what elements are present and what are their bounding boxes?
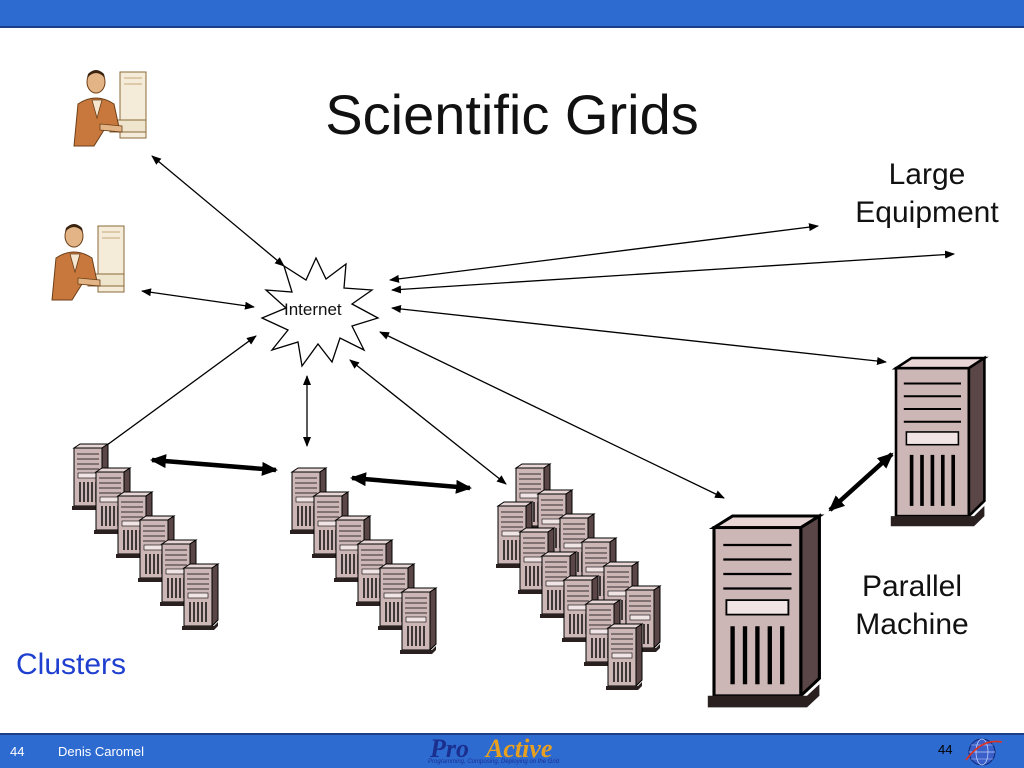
large-equipment-line1: Large — [888, 158, 966, 191]
large-equipment-line2: Equipment — [855, 196, 999, 229]
footer-bar — [0, 733, 1024, 768]
logo-active: Active — [486, 734, 553, 763]
parallel-machine-line1: Parallel — [861, 570, 963, 603]
internet-label: Internet — [284, 300, 342, 319]
user-icon — [51, 223, 125, 301]
cluster-2 — [289, 467, 437, 655]
large-equipment-label: Large Equipment — [832, 156, 1022, 232]
parallel-machine-line2: Machine — [855, 608, 969, 641]
logo-tagline: Programming, Composing, Deploying on the… — [428, 759, 560, 765]
large-server-icon — [888, 356, 987, 529]
parallel-machine-server-icon — [708, 516, 820, 707]
user-icon — [73, 69, 147, 147]
internet-icon — [260, 256, 380, 368]
cluster-1 — [71, 443, 219, 631]
author-name: Denis Caromel — [58, 744, 144, 759]
globe-icon — [965, 738, 1003, 766]
cluster-3 — [495, 463, 661, 691]
parallel-machine-label: Parallel Machine — [828, 568, 996, 644]
clusters-label: Clusters — [16, 648, 127, 681]
slide-title: Scientific Grids — [325, 83, 699, 146]
proactive-logo: Pro Active Programming, Composing, Deplo… — [420, 734, 610, 768]
slide-number-right: 44 — [938, 742, 953, 757]
slide-number: 44 — [10, 744, 25, 759]
top-bar — [0, 0, 1024, 28]
logo-pro: Pro — [430, 734, 469, 763]
